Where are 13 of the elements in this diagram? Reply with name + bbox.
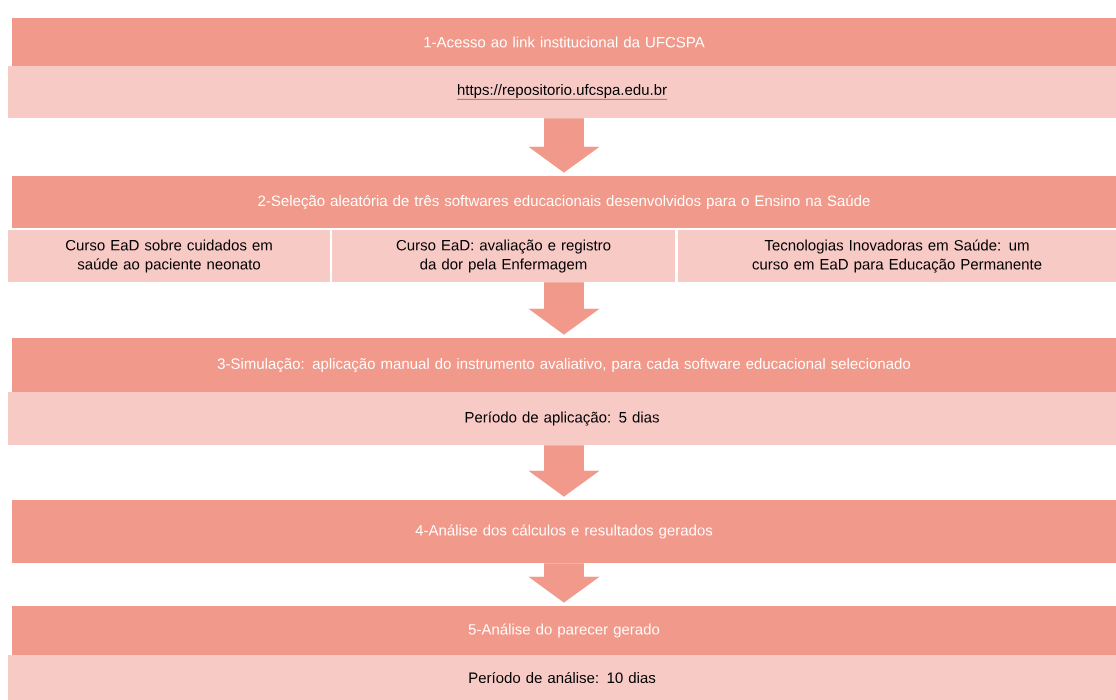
detail-box: Tecnologias Inovadoras em Saúde: um curso em EaD para Educação Permanente <box>678 230 1116 282</box>
detail-box: Curso EaD sobre cuidados em saúde ao paciente neonato <box>8 230 330 282</box>
node-label: Curso EaD: avaliação e registro da dor pela Enfermagem <box>396 239 611 273</box>
link-box: https://repositorio.ufcspa.edu.br <box>8 66 1116 118</box>
node-label: Curso EaD sobre cuidados em saúde ao paciente neonato <box>65 239 272 273</box>
detail-box: Período de análise: 10 dias <box>8 655 1116 700</box>
step-header: 3-Simulação: aplicação manual do instrumento avaliativo, para cada software educacional selecionado <box>12 338 1116 392</box>
step-header: 2-Seleção aleatória de três softwares educacionais desenvolvidos para o Ensino na Saúde <box>12 176 1116 228</box>
step-header: 5-Análise do parecer gerado <box>12 606 1116 655</box>
detail-box: Curso EaD: avaliação e registro da dor pela Enfermagem <box>332 230 675 282</box>
detail-box: Período de aplicação: 5 dias <box>8 392 1116 445</box>
step-header: 4-Análise dos cálculos e resultados gerados <box>12 500 1116 563</box>
step-header: 1-Acesso ao link institucional da UFCSPA <box>12 18 1116 66</box>
